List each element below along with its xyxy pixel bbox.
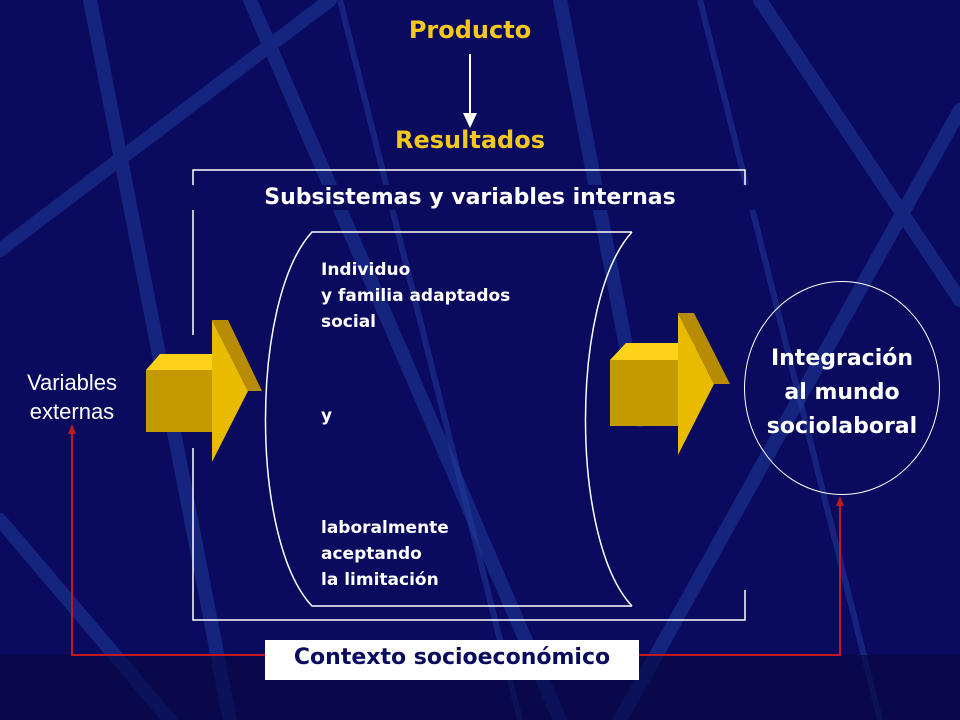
pane-line: la limitación [321, 570, 439, 590]
subsystem-frame-bottom [192, 448, 746, 621]
outcome-line: al mundo [784, 380, 900, 405]
product-to-results-arrowhead [463, 113, 477, 128]
bg-streak [337, 0, 523, 720]
outcome-line: sociolaboral [766, 414, 918, 439]
results-label: Resultados [395, 126, 545, 154]
input-arrow [146, 320, 262, 462]
pane-line: y familia adaptados [321, 286, 511, 306]
pane-text-bottom: laboralmente aceptando la limitación [321, 515, 449, 593]
pane-line: y [321, 406, 333, 426]
pane-line: Individuo [321, 260, 411, 280]
outcome-line: Integración [770, 346, 914, 371]
pane-right-curve [584, 231, 633, 607]
subsystem-title: Subsistemas y variables internas [180, 185, 760, 210]
pane-text-middle: y [321, 403, 332, 429]
pane-line: laboralmente [321, 518, 449, 538]
product-label: Producto [408, 16, 532, 44]
feedback-arrowhead-left [68, 424, 76, 434]
outcome-circle [744, 281, 940, 495]
bg-streak [243, 0, 567, 720]
outcome-label: Integración al mundo sociolaboral [744, 342, 940, 444]
feedback-line-left [71, 430, 265, 656]
context-box [265, 640, 639, 680]
feedback-line-right [639, 503, 841, 656]
context-label: Contexto socioeconómico [293, 645, 611, 670]
external-variables-line: externas [29, 399, 115, 424]
bg-streak [753, 0, 960, 307]
pane-outline [264, 231, 632, 607]
pane-line: aceptando [321, 544, 422, 564]
pane-line: social [321, 312, 377, 332]
output-arrow [610, 313, 730, 455]
feedback-arrowhead-right [836, 496, 844, 506]
pane-text-top: Individuo y familia adaptados social [321, 257, 510, 335]
external-variables-label: Variables externas [0, 368, 144, 426]
external-variables-line: Variables [26, 370, 118, 395]
